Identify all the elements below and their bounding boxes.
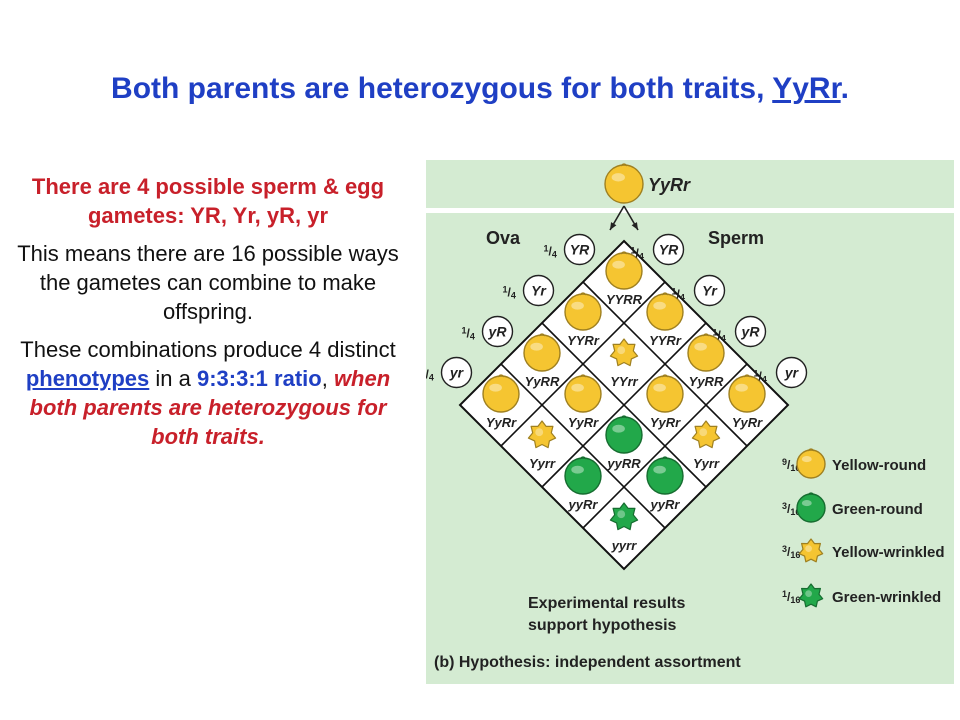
ova-label: Ova	[486, 228, 521, 248]
legend-pea-3	[798, 583, 824, 608]
grid-line-sperm-3	[582, 363, 748, 529]
title-suffix: .	[840, 72, 849, 105]
ova-fraction-1: 1/4	[503, 285, 516, 301]
cell-pea-3-1	[527, 420, 557, 449]
legend-label-2: Yellow-wrinkled	[832, 544, 945, 561]
sperm-fraction-2: 1/4	[713, 328, 726, 344]
p3-text-c: ,	[321, 366, 334, 391]
cell-genotype-1-3: Yyrr	[693, 456, 720, 471]
sperm-gamete-2-circle	[734, 315, 767, 348]
explanation-text: There are 4 possible sperm & egg gametes…	[6, 172, 410, 460]
legend-fraction-2: 3/16	[782, 544, 800, 560]
legend-pea-2	[798, 538, 824, 563]
sperm-fraction-3: 1/4	[754, 369, 767, 385]
result-line-1: Experimental results	[528, 595, 686, 612]
cell-genotype-3-0: YyRr	[486, 415, 517, 430]
result-line-2: support hypothesis	[528, 617, 677, 634]
gametes-paragraph: There are 4 possible sperm & egg gametes…	[31, 174, 385, 228]
legend-fraction-1: 3/16	[782, 501, 800, 517]
phenotype-paragraph: These combinations produce 4 distinct ph…	[6, 335, 410, 451]
cell-pea-2-1	[564, 374, 602, 413]
ova-gamete-1-label: Yr	[531, 283, 547, 299]
legend-pea-0	[796, 448, 826, 479]
legend-label-3: Green-wrinkled	[832, 589, 941, 606]
cell-pea-2-2	[605, 415, 643, 454]
cell-pea-1-2	[646, 374, 684, 413]
cell-pea-3-2	[564, 456, 602, 495]
cell-pea-2-3	[646, 456, 684, 495]
figure-divider	[426, 208, 954, 213]
legend-fraction-0: 9/16	[782, 457, 800, 473]
cell-genotype-2-2: yyRR	[606, 456, 641, 471]
sperm-label: Sperm	[708, 228, 764, 248]
cell-genotype-3-3: yyrr	[611, 538, 638, 553]
cell-genotype-0-3: YyRr	[732, 415, 763, 430]
cell-genotype-1-0: YYRr	[567, 333, 600, 348]
ova-fraction-0: 1/4	[544, 244, 557, 260]
grid-line-ova-3	[500, 363, 666, 529]
cell-genotype-3-1: Yyrr	[529, 456, 556, 471]
cell-genotype-0-0: YYRR	[606, 292, 643, 307]
combinations-paragraph: This means there are 16 possible ways th…	[17, 241, 399, 324]
cell-pea-0-0	[605, 251, 643, 290]
cell-genotype-2-3: yyRr	[650, 497, 681, 512]
cell-pea-1-1	[609, 338, 639, 367]
legend-label-1: Green-round	[832, 501, 923, 518]
cell-genotype-2-1: YyRr	[568, 415, 599, 430]
ova-gamete-3-label: yr	[449, 365, 465, 381]
cell-pea-0-1	[646, 292, 684, 331]
sperm-gamete-1-label: Yr	[702, 283, 718, 299]
ova-fraction-3: 1/4	[426, 367, 434, 383]
cell-genotype-2-0: YyRR	[525, 374, 560, 389]
cell-genotype-1-2: YyRr	[650, 415, 681, 430]
legend-pea-1	[796, 492, 826, 523]
arrow-to-ova-head	[610, 222, 617, 230]
sperm-gamete-3-circle	[775, 356, 808, 389]
sperm-gamete-0-circle	[652, 233, 685, 266]
parent-pea	[604, 163, 644, 204]
cell-pea-0-3	[728, 374, 766, 413]
cell-genotype-0-2: YyRR	[689, 374, 724, 389]
sperm-fraction-1: 1/4	[672, 287, 685, 303]
arrow-to-sperm-head	[631, 222, 638, 230]
ova-gamete-1-circle	[522, 274, 555, 307]
grid-line-sperm-2	[541, 322, 707, 488]
title-prefix: Both parents are heterozygous for both t…	[111, 72, 773, 105]
sperm-fraction-0: 1/4	[631, 246, 644, 262]
sperm-gamete-0-label: YR	[659, 242, 679, 258]
cell-pea-3-0	[482, 374, 520, 413]
genotype-link[interactable]: YyRr	[772, 72, 841, 105]
sperm-gamete-1-circle	[693, 274, 726, 307]
ova-gamete-0-label: YR	[570, 242, 590, 258]
sperm-gamete-2-label: yR	[741, 324, 761, 340]
ova-gamete-2-circle	[481, 315, 514, 348]
condition-text: when both parents are heterozygous for b…	[29, 366, 391, 449]
cell-pea-1-3	[691, 420, 721, 449]
cell-pea-0-2	[687, 333, 725, 372]
parent-genotype-label: YyRr	[648, 175, 691, 195]
phenotypes-link[interactable]: phenotypes	[25, 366, 150, 391]
ratio-text: 9:3:3:1 ratio	[196, 366, 322, 391]
p3-text-a: These combinations produce 4 distinct	[20, 337, 396, 362]
cell-pea-1-0	[564, 292, 602, 331]
legend-label-0: Yellow-round	[832, 457, 926, 474]
ova-gamete-2-label: yR	[488, 324, 508, 340]
p3-text-b: in a	[149, 366, 197, 391]
sperm-gamete-3-label: yr	[784, 365, 800, 381]
cell-genotype-1-1: YYrr	[610, 374, 638, 389]
ova-gamete-0-circle	[563, 233, 596, 266]
cell-genotype-0-1: YYRr	[649, 333, 682, 348]
cell-genotype-3-2: yyRr	[568, 497, 599, 512]
ova-fraction-2: 1/4	[462, 326, 475, 342]
cell-pea-3-3	[609, 502, 639, 531]
page-title: Both parents are heterozygous for both t…	[0, 72, 960, 106]
legend-fraction-3: 1/16	[782, 589, 800, 605]
cell-pea-2-0	[523, 333, 561, 372]
ova-gamete-3-circle	[440, 356, 473, 389]
figure-caption: (b) Hypothesis: independent assortment	[434, 654, 741, 671]
